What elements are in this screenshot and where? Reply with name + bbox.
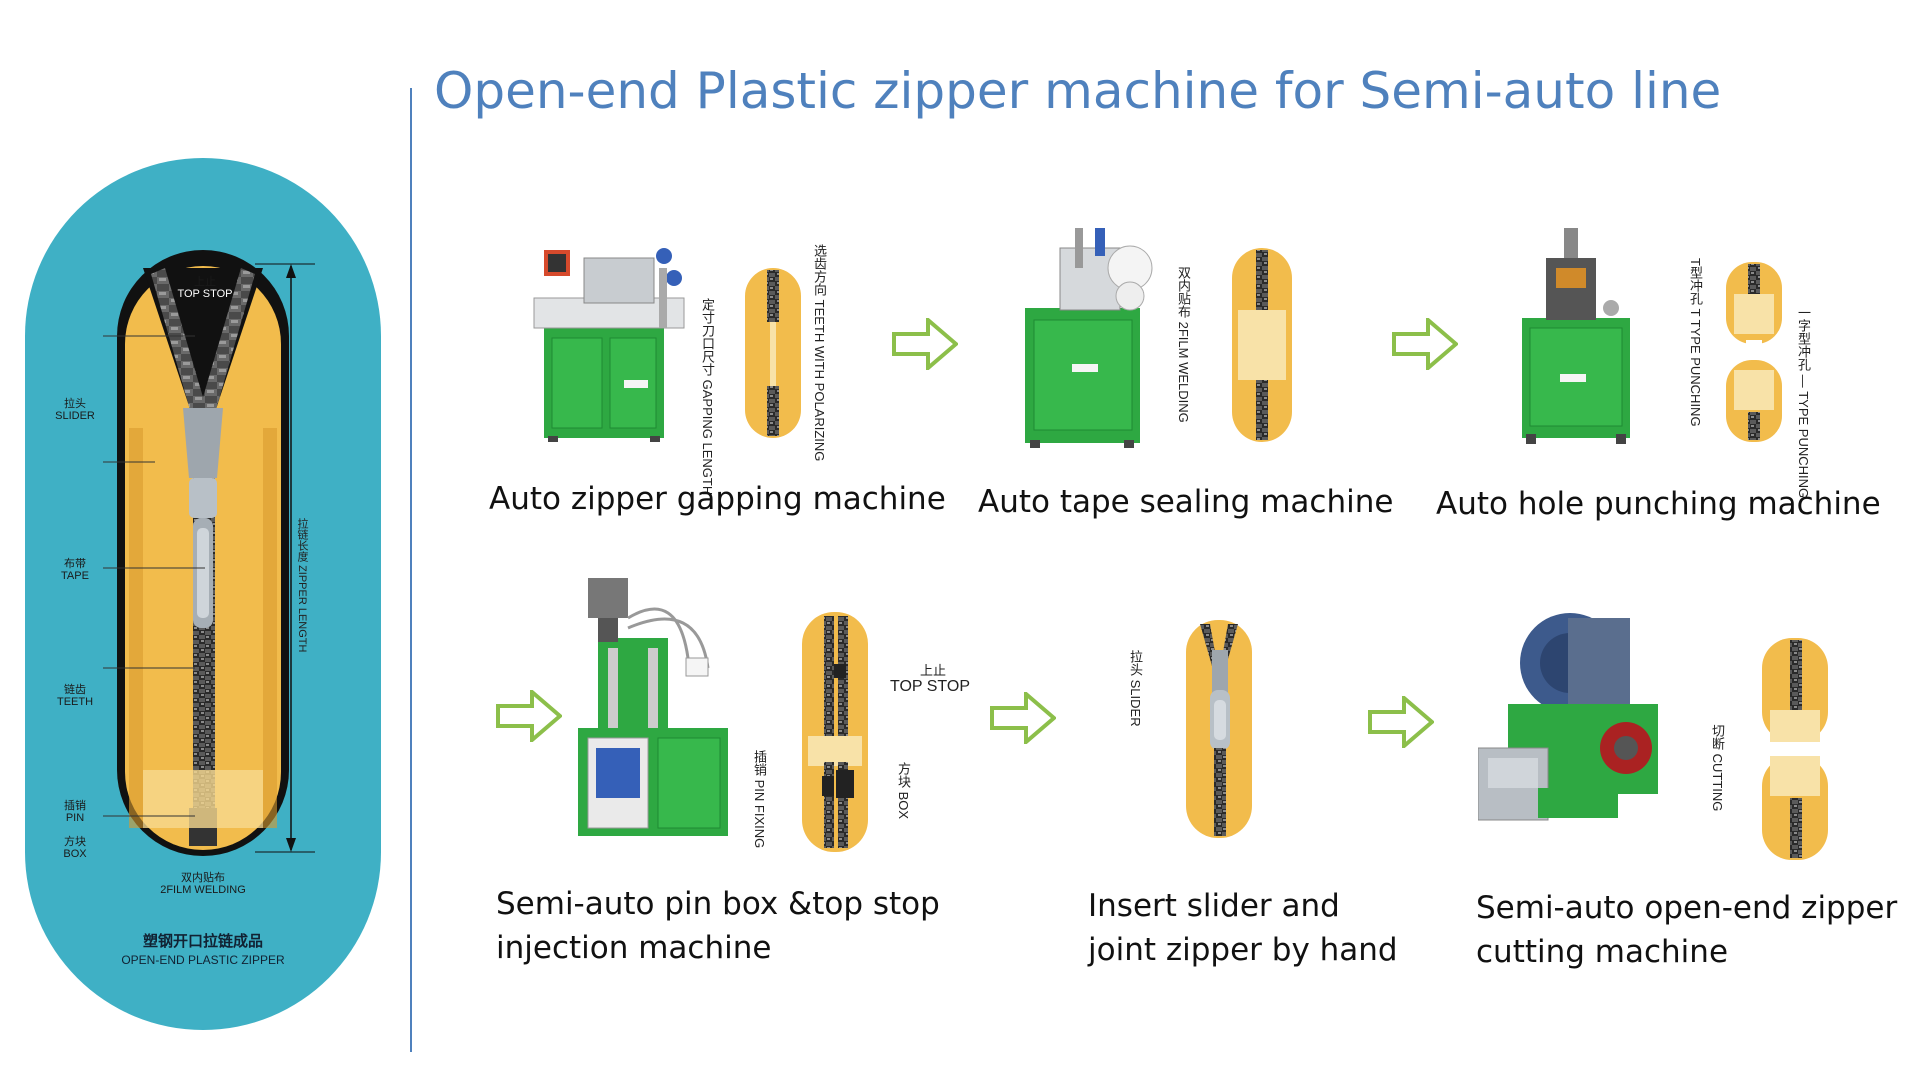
page-title: Open-end Plastic zipper machine for Semi…	[434, 62, 1722, 120]
step-3-line-punch-label: 一字型冲孔 — TYPE PUNCHING	[1796, 306, 1811, 499]
arrow-right-icon	[496, 690, 562, 742]
step-3-zipper-image	[1726, 262, 1782, 442]
step-4-top-stop-label: 上止 TOP STOP	[890, 663, 971, 696]
step-3-machine-image	[1516, 228, 1636, 448]
step-1-zipper-image	[745, 268, 801, 438]
step-2-film-label: 双内贴布 2FILM WELDING	[1176, 266, 1191, 423]
step-3-t-punch-label: T型冲孔 T TYPE PUNCHING	[1688, 258, 1703, 427]
step-4-caption: Semi-auto pin box &top stop injection ma…	[496, 886, 940, 966]
step-2-caption: Auto tape sealing machine	[978, 484, 1394, 520]
step-1-caption: Auto zipper gapping machine	[489, 481, 946, 517]
step-1-teeth-label: 选齿方向 TEETH WITH POLARIZING	[812, 244, 827, 462]
step-3-caption: Auto hole punching machine	[1436, 486, 1881, 522]
step-5-zipper-image	[1186, 620, 1252, 838]
step-6-caption: Semi-auto open-end zipper cutting machin…	[1476, 890, 1898, 970]
step-2-machine-image	[1020, 228, 1170, 450]
step-1-machine-image	[524, 238, 694, 443]
arrow-right-icon	[990, 692, 1056, 744]
step-4-zipper-image	[802, 612, 868, 852]
step-4-machine-image	[568, 578, 738, 840]
step-4-box-label: 方块 BOX	[896, 762, 911, 820]
step-2-zipper-image	[1232, 248, 1292, 442]
zipper-length-label: 拉链长度 ZIPPER LENGTH	[296, 518, 308, 653]
zipper-diagram-graphic	[25, 158, 381, 1030]
step-1-gapping-label: 定寸刀口尺寸 GAPPING LENGTH	[700, 298, 715, 496]
arrow-right-icon	[1392, 318, 1458, 370]
step-4-pin-label: 插销 PIN FIXING	[752, 750, 767, 849]
step-6-machine-image	[1478, 608, 1678, 828]
arrow-right-icon	[1368, 696, 1434, 748]
product-label: 塑钢开口拉链成品 OPEN-END PLASTIC ZIPPER	[121, 933, 285, 967]
arrow-right-icon	[892, 318, 958, 370]
vertical-divider	[410, 88, 412, 1052]
step-6-zipper-image	[1762, 638, 1828, 860]
step-5-caption: Insert slider and joint zipper by hand	[1088, 888, 1398, 968]
step-5-slider-label: 拉头 SLIDER	[1128, 650, 1143, 727]
step-6-cutting-label: 切断 CUTTING	[1710, 724, 1725, 812]
